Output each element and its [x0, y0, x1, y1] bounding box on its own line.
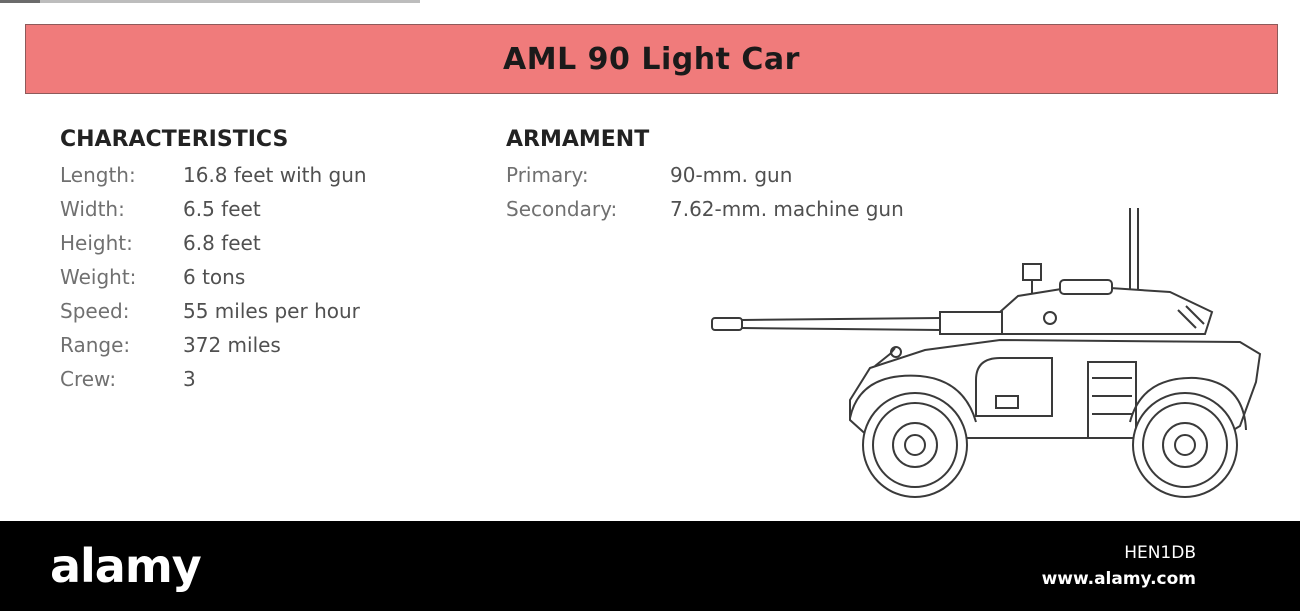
image-code: HEN1DB	[1124, 543, 1196, 563]
spec-value: 6.5 feet	[183, 197, 261, 221]
spec-value: 6 tons	[183, 265, 246, 289]
armament-value: 7.62-mm. machine gun	[670, 197, 904, 221]
spec-row-speed: Speed: 55 miles per hour	[60, 294, 367, 328]
page-title: AML 90 Light Car	[503, 41, 800, 77]
characteristics-section: CHARACTERISTICS Length: 16.8 feet with g…	[60, 127, 367, 396]
spec-row-width: Width: 6.5 feet	[60, 192, 367, 226]
armament-value: 90-mm. gun	[670, 163, 793, 187]
spec-label: Range:	[60, 333, 131, 357]
title-banner: AML 90 Light Car	[25, 24, 1278, 94]
spec-label: Weight:	[60, 265, 137, 289]
armament-row-secondary: Secondary: 7.62-mm. machine gun	[506, 192, 904, 226]
spec-value: 372 miles	[183, 333, 281, 357]
spec-value: 55 miles per hour	[183, 299, 360, 323]
spec-value: 3	[183, 367, 196, 391]
spec-label: Crew:	[60, 367, 117, 391]
armament-label: Secondary:	[506, 197, 618, 221]
stock-logo: alamy	[50, 539, 202, 593]
watermark-footer: alamy HEN1DB www.alamy.com	[0, 521, 1300, 611]
spec-row-length: Length: 16.8 feet with gun	[60, 158, 367, 192]
armament-heading: ARMAMENT	[506, 127, 650, 152]
spec-row-height: Height: 6.8 feet	[60, 226, 367, 260]
top-edge-mark	[0, 0, 40, 3]
armament-row-primary: Primary: 90-mm. gun	[506, 158, 904, 192]
spec-label: Width:	[60, 197, 125, 221]
spec-value: 16.8 feet with gun	[183, 163, 367, 187]
spec-row-crew: Crew: 3	[60, 362, 367, 396]
armament-label: Primary:	[506, 163, 589, 187]
spec-row-weight: Weight: 6 tons	[60, 260, 367, 294]
spec-label: Height:	[60, 231, 133, 255]
footer-url: www.alamy.com	[1041, 569, 1196, 589]
top-edge-line	[0, 0, 420, 3]
armament-section: ARMAMENT Primary: 90-mm. gun Secondary: …	[506, 127, 904, 226]
characteristics-heading: CHARACTERISTICS	[60, 127, 289, 152]
spec-label: Length:	[60, 163, 136, 187]
spec-label: Speed:	[60, 299, 130, 323]
spec-row-range: Range: 372 miles	[60, 328, 367, 362]
armored-car-illustration	[711, 208, 1262, 498]
spec-value: 6.8 feet	[183, 231, 261, 255]
